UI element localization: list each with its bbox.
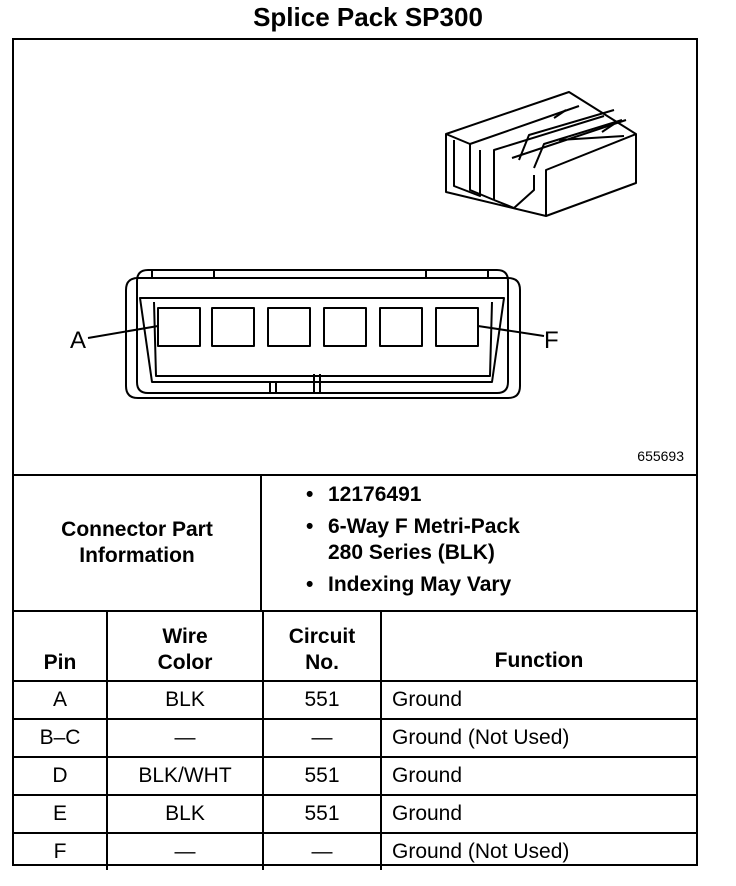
cell-function: Ground (Not Used): [380, 718, 696, 758]
connector-info-label-line1: Connector Part: [61, 518, 213, 541]
connector-front-view: [87, 269, 545, 399]
connector-sheet: A F 655693 Connector Part Information 12…: [12, 38, 698, 870]
connector-info-label-line2: Information: [79, 544, 195, 567]
cell-circuit: 551: [262, 756, 382, 796]
connector-info-label: Connector Part Information: [14, 476, 262, 610]
table-row: A BLK 551 Ground: [14, 680, 696, 720]
connector-drawing-panel: A F 655693: [14, 40, 696, 476]
page-title: Splice Pack SP300: [253, 2, 483, 32]
table-row: B–C — — Ground (Not Used): [14, 718, 696, 758]
connector-info-list: 12176491 6-Way F Metri-Pack 280 Series (…: [304, 482, 520, 604]
header-function: Function: [380, 612, 696, 682]
connector-part-info: Connector Part Information 12176491 6-Wa…: [14, 476, 696, 612]
cell-pin: B–C: [14, 718, 108, 758]
table-header-row: Pin Wire Color Circuit No. Function: [14, 612, 696, 682]
pinout-table: Pin Wire Color Circuit No. Function A BL…: [14, 612, 696, 870]
header-circuit-no: Circuit No.: [262, 612, 382, 682]
cell-wire-color: BLK: [106, 794, 264, 834]
table-row: D BLK/WHT 551 Ground: [14, 756, 696, 796]
cell-wire-color: BLK/WHT: [106, 756, 264, 796]
pin-a-label: A: [70, 327, 86, 354]
table-row: F — — Ground (Not Used): [14, 832, 696, 870]
cell-circuit: —: [262, 832, 382, 870]
cell-wire-color: —: [106, 718, 264, 758]
cell-wire-color: BLK: [106, 680, 264, 720]
cell-pin: E: [14, 794, 108, 834]
cell-circuit: 551: [262, 794, 382, 834]
header-pin: Pin: [14, 612, 108, 682]
cell-function: Ground: [380, 756, 696, 796]
connector-3d-view: [445, 91, 637, 217]
cell-function: Ground: [380, 794, 696, 834]
connector-illustration: A F: [70, 91, 637, 399]
cell-pin: A: [14, 680, 108, 720]
cell-function: Ground (Not Used): [380, 832, 696, 870]
cell-wire-color: —: [106, 832, 264, 870]
cell-function: Ground: [380, 680, 696, 720]
cell-circuit: —: [262, 718, 382, 758]
info-connector-type: 6-Way F Metri-Pack 280 Series (BLK): [304, 514, 520, 566]
cell-pin: F: [14, 832, 108, 870]
cell-pin: D: [14, 756, 108, 796]
cell-circuit: 551: [262, 680, 382, 720]
header-wire-color: Wire Color: [106, 612, 264, 682]
info-part-number: 12176491: [304, 482, 520, 508]
figure-id: 655693: [637, 448, 684, 464]
table-row: E BLK 551 Ground: [14, 794, 696, 834]
info-indexing-note: Indexing May Vary: [304, 572, 520, 598]
pin-f-label: F: [544, 327, 559, 354]
